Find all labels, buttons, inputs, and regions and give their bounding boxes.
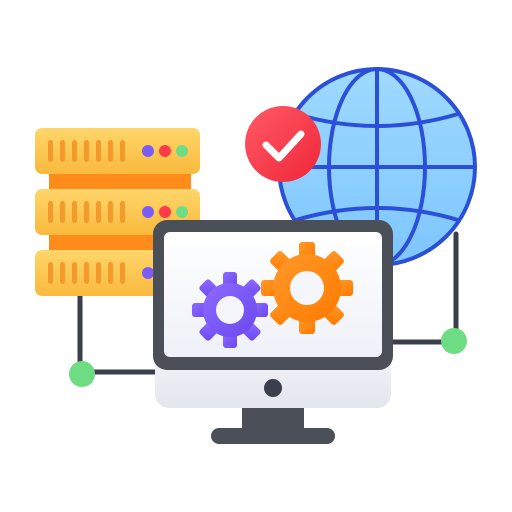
purple-gear-icon bbox=[192, 272, 268, 348]
monitor-stand-base bbox=[211, 428, 335, 444]
check-mark-icon bbox=[262, 130, 305, 162]
server-unit bbox=[35, 128, 200, 174]
gear-icon bbox=[192, 242, 353, 348]
left-connector-line bbox=[77, 291, 159, 375]
monitor-icon bbox=[153, 220, 393, 444]
left-connector-node bbox=[69, 361, 95, 387]
right-connector-node bbox=[441, 328, 467, 354]
server-vents bbox=[48, 201, 125, 223]
check-badge-icon bbox=[245, 106, 321, 182]
server-vents bbox=[48, 262, 125, 284]
monitor-power-button bbox=[264, 379, 282, 397]
server-vents bbox=[48, 140, 125, 162]
server-status-leds bbox=[142, 145, 188, 279]
connector-node-icon bbox=[69, 328, 467, 387]
orange-gear-icon bbox=[261, 242, 353, 334]
